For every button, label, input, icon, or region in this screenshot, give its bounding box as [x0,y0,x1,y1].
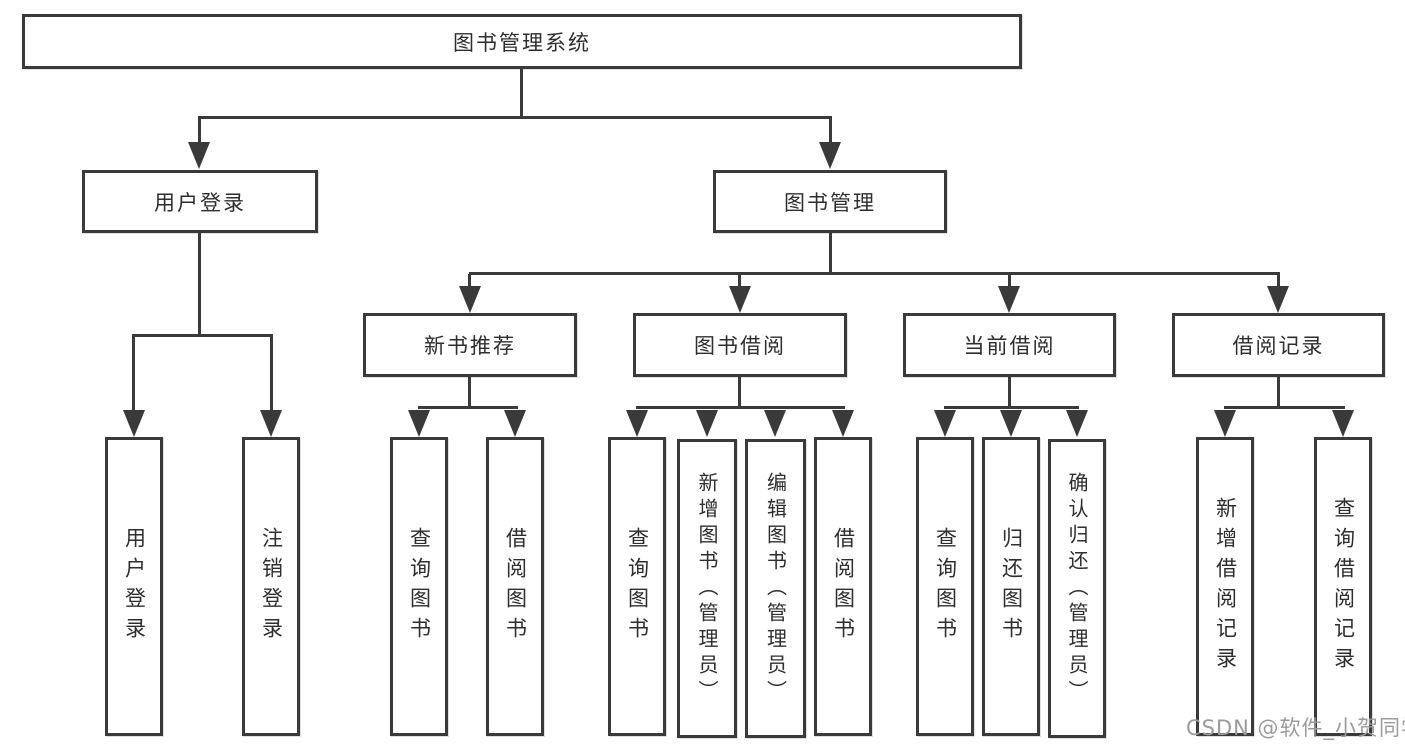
node-user-login: 用户登录 [82,170,318,233]
arrow-down-icon [1332,410,1354,437]
arrow-down-icon [408,410,430,437]
arrow-down-icon [504,410,526,437]
leaf-add-books-admin: 新增图书（管理员） [677,439,737,738]
csdn-watermark: CSDN @软件_小贺同学 [1186,716,1405,740]
connector-root-stem [520,69,523,119]
node-new-book-recommendation: 新书推荐 [363,313,577,377]
connector-level2-hline [198,116,832,119]
arrow-down-icon [696,410,718,437]
arrow-down-icon [934,410,956,437]
leaf-query-books-recommend: 查询图书 [390,437,448,736]
connector-recommend-hline [418,406,518,409]
leaf-confirm-return-admin: 确认归还（管理员） [1048,439,1106,738]
leaf-user-login: 用户登录 [105,437,163,736]
connector-leaf-stem [132,336,135,410]
node-library-management-system: 图书管理系统 [22,14,1022,69]
connector-level3-hline [469,272,1280,275]
leaf-logout: 注销登录 [242,437,300,736]
connector-leaf-stem [468,274,471,287]
arrow-down-icon [1066,410,1088,437]
arrow-down-icon [1267,286,1289,313]
arrow-down-icon [729,286,751,313]
node-book-management: 图书管理 [713,170,947,233]
connector-user-login-down [198,233,201,336]
connector-borrowing-down [738,377,741,408]
connector-current-down [1008,377,1011,408]
leaf-query-borrow-record: 查询借阅记录 [1314,437,1372,736]
leaf-edit-books-admin: 编辑图书（管理员） [745,439,806,738]
connector-leaf-stem [1008,274,1011,287]
connector-recommend-down [468,377,471,408]
connector-borrowing-hline [636,406,845,409]
connector-records-down [1277,377,1280,408]
leaf-add-borrow-record: 新增借阅记录 [1196,437,1254,736]
connector-leaf-stem [738,274,741,287]
node-book-borrowing: 图书借阅 [633,313,847,377]
node-borrowing-records: 借阅记录 [1172,313,1385,377]
arrow-down-icon [626,410,648,437]
connector-current-hline [944,406,1079,409]
leaf-query-books-borrowing: 查询图书 [608,437,666,736]
leaf-return-books: 归还图书 [982,437,1040,736]
leaf-borrow-books-borrowing: 借阅图书 [814,437,872,736]
connector-book-mgmt-down [829,233,832,274]
connector-leaf-stem [270,336,273,410]
connector-user-login-stem [198,119,201,143]
arrow-down-icon [1000,410,1022,437]
arrow-down-icon [832,410,854,437]
arrow-down-icon [123,410,145,437]
leaf-query-books-current: 查询图书 [916,437,974,736]
connector-book-mgmt-stem [829,119,832,143]
arrow-down-icon [188,142,210,169]
arrow-down-icon [764,410,786,437]
arrow-down-icon [459,286,481,313]
connector-leaf-stem [1277,274,1280,287]
arrow-down-icon [1214,410,1236,437]
arrow-down-icon [819,142,841,169]
arrow-down-icon [998,286,1020,313]
leaf-borrow-books-recommend: 借阅图书 [486,437,544,736]
node-current-borrowing: 当前借阅 [903,313,1116,377]
connector-user-login-hline [132,334,273,337]
arrow-down-icon [260,410,282,437]
connector-records-hline [1224,406,1345,409]
